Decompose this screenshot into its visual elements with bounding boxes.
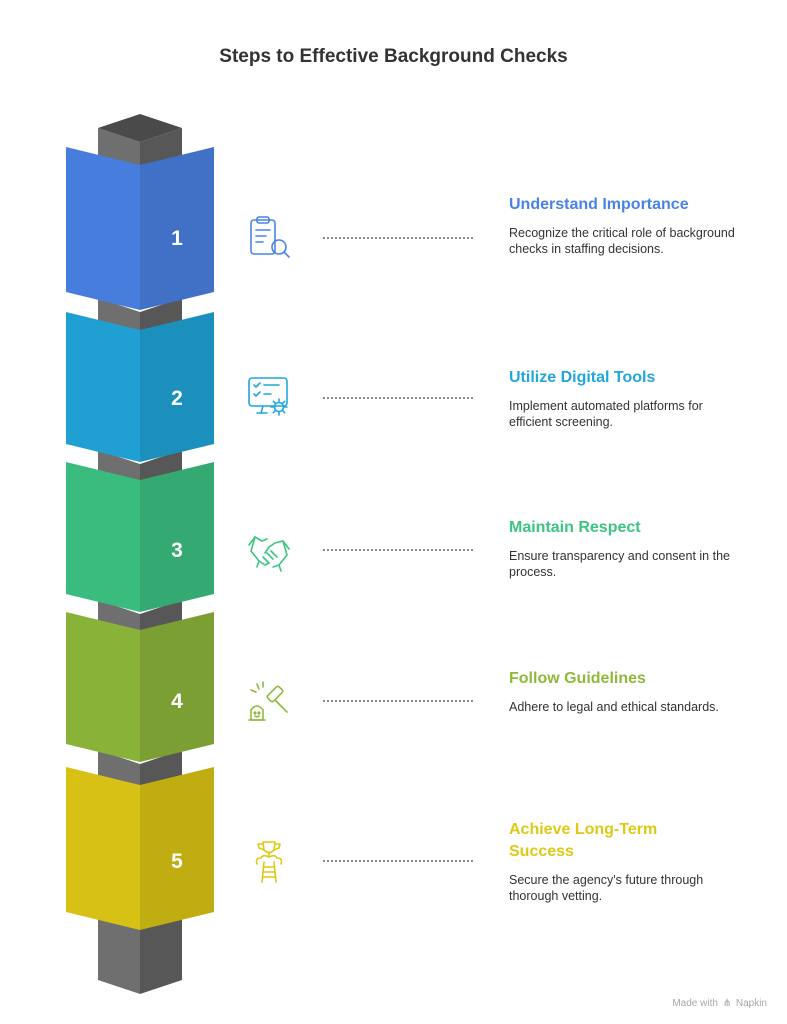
- block-4-right-face: [140, 612, 214, 762]
- connector-dots-3: [323, 549, 473, 551]
- block-3-left-face: [66, 462, 140, 612]
- page-title: Steps to Effective Background Checks: [219, 46, 568, 67]
- clipboard-search-icon: [245, 214, 293, 262]
- step-2-text: Utilize Digital Tools Implement automate…: [509, 367, 739, 430]
- napkin-brand-label: Napkin: [735, 998, 767, 1009]
- napkin-logo-icon: ⋔: [722, 998, 732, 1009]
- block-2-right-face: [140, 312, 214, 462]
- step-3-title: Maintain Respect: [509, 519, 641, 536]
- step-4-description: Adhere to legal and ethical standards.: [509, 700, 719, 714]
- block-5-left-face: [66, 767, 140, 930]
- step-2-description: Implement automated platforms for effici…: [509, 399, 703, 429]
- made-with-label: Made with: [672, 998, 718, 1009]
- block-1-left-face: [66, 147, 140, 310]
- post-6-right-face: [140, 915, 182, 994]
- step-1-number: 1: [171, 227, 183, 250]
- block-3-right-face: [140, 462, 214, 612]
- step-5-title: Achieve Long-Term Success: [509, 821, 658, 860]
- connector-dots-2: [323, 397, 473, 399]
- napkin-footer[interactable]: Made with ⋔ Napkin: [672, 998, 767, 1009]
- step-5-text: Achieve Long-Term Success Secure the age…: [509, 819, 739, 904]
- step-5-description: Secure the agency's future through thoro…: [509, 873, 704, 903]
- checklist-gear-icon: [245, 373, 293, 421]
- connector-dots-4: [323, 700, 473, 702]
- step-3-text: Maintain Respect Ensure transparency and…: [509, 517, 739, 580]
- post-6-left-face: [98, 915, 140, 994]
- step-2-title: Utilize Digital Tools: [509, 369, 656, 386]
- block-4-left-face: [66, 612, 140, 762]
- trophy-ladder-icon: [245, 838, 293, 886]
- step-1-description: Recognize the critical role of backgroun…: [509, 226, 735, 256]
- connector-dots-5: [323, 860, 473, 862]
- step-4-text: Follow Guidelines Adhere to legal and et…: [509, 668, 739, 715]
- gavel-icon: [245, 680, 293, 728]
- step-1-text: Understand Importance Recognize the crit…: [509, 194, 739, 257]
- step-3-number: 3: [171, 539, 183, 562]
- block-2-left-face: [66, 312, 140, 462]
- block-1-right-face: [140, 147, 214, 310]
- step-5-number: 5: [171, 850, 183, 873]
- connector-dots-1: [323, 237, 473, 239]
- handshake-icon: [245, 527, 293, 575]
- step-2-number: 2: [171, 387, 183, 410]
- step-4-number: 4: [171, 690, 183, 713]
- step-1-title: Understand Importance: [509, 196, 689, 213]
- post-1-top-face: [98, 114, 182, 142]
- step-4-title: Follow Guidelines: [509, 670, 646, 687]
- step-3-description: Ensure transparency and consent in the p…: [509, 549, 730, 579]
- block-5-right-face: [140, 767, 214, 930]
